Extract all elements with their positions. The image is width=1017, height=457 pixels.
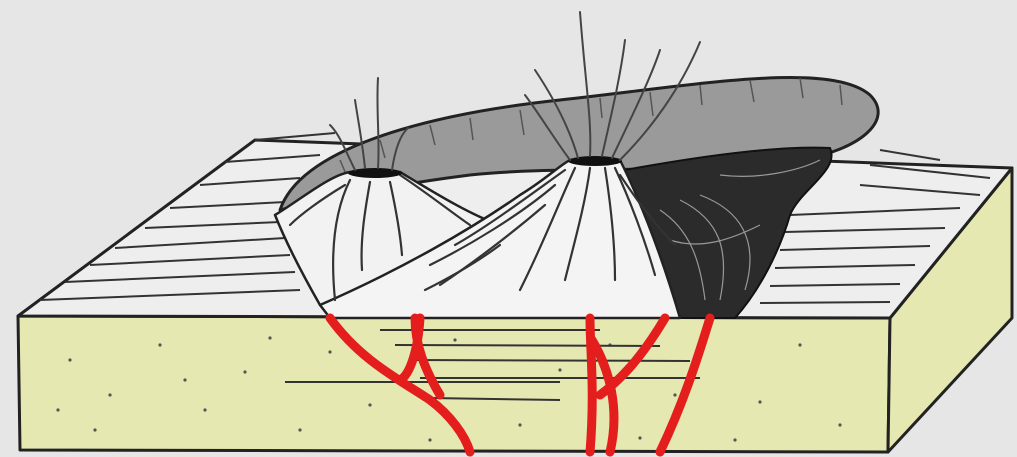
sediment-block-front [18,316,890,452]
right-crater-vent [568,156,622,166]
left-crater-vent [348,168,402,178]
